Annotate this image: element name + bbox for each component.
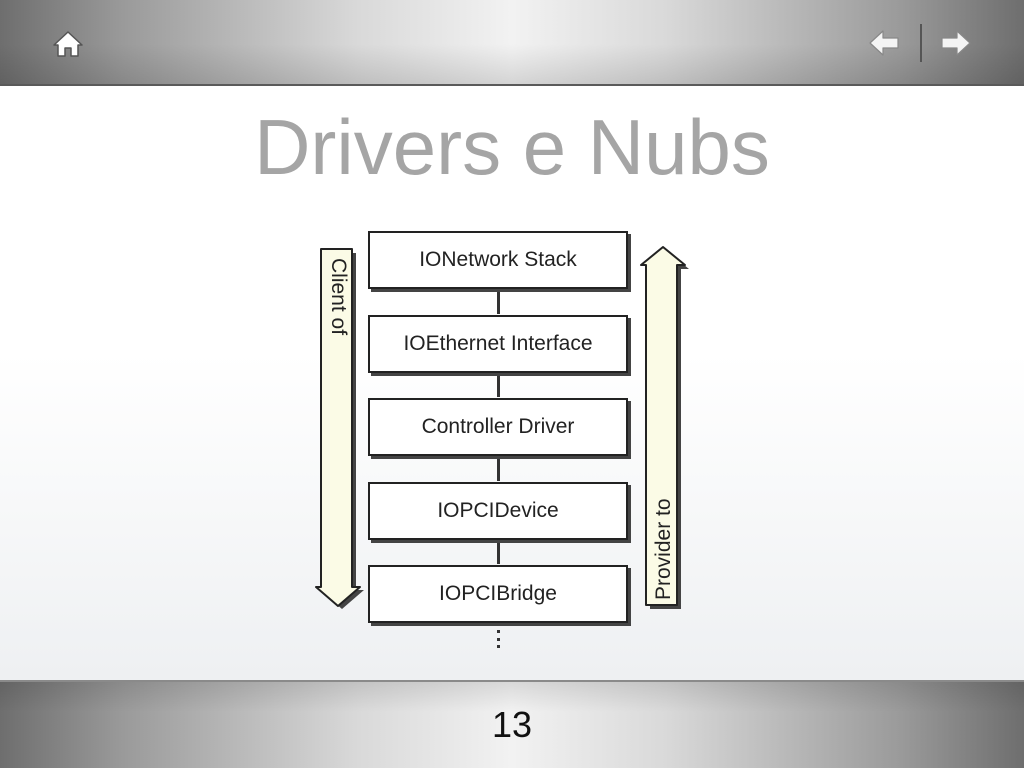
arrow-left-icon — [869, 30, 899, 56]
home-icon — [53, 31, 83, 57]
client-of-label: Client of — [327, 258, 350, 336]
slide-title: Drivers e Nubs — [254, 103, 770, 191]
diagram-box-iopcibridge: IOPCIBridge — [368, 565, 628, 623]
bottom-bar — [0, 680, 1024, 768]
nav-divider — [920, 24, 922, 62]
connector-line — [497, 373, 500, 397]
diagram-box-ionetwork-stack: IONetwork Stack — [368, 231, 628, 289]
provider-to-label: Provider to — [652, 498, 675, 600]
diagram-box-iopcidevice: IOPCIDevice — [368, 482, 628, 540]
page-number: 13 — [491, 704, 533, 745]
home-button[interactable] — [48, 26, 88, 62]
previous-slide-button[interactable] — [866, 26, 902, 60]
continuation-ellipsis — [497, 630, 501, 648]
connector-line — [497, 290, 500, 314]
next-slide-button[interactable] — [938, 26, 974, 60]
arrow-right-icon — [941, 30, 971, 56]
connector-line — [497, 457, 500, 481]
diagram-box-controller-driver: Controller Driver — [368, 398, 628, 456]
top-toolbar — [0, 0, 1024, 86]
connector-line — [497, 540, 500, 564]
diagram-box-ioethernet-interface: IOEthernet Interface — [368, 315, 628, 373]
